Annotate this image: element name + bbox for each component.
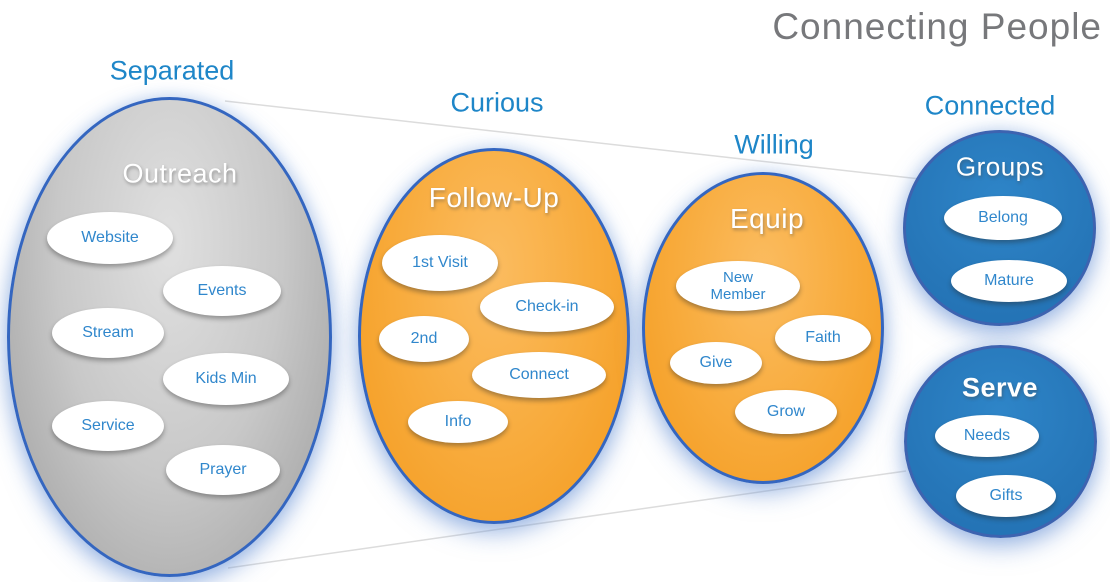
pill-prayer: Prayer <box>166 445 280 495</box>
pill-stream: Stream <box>52 308 164 358</box>
pill-faith: Faith <box>775 315 871 361</box>
pill-events: Events <box>163 266 281 316</box>
equip-heading: Equip <box>729 203 805 234</box>
pill-new-member-label: New Member <box>710 268 766 303</box>
pill-grow: Grow <box>735 390 837 434</box>
pill-website: Website <box>47 212 173 264</box>
pill-belong: Belong <box>944 196 1062 240</box>
pill-give: Give <box>670 342 762 384</box>
pill-service: Service <box>52 401 164 451</box>
outreach-heading: Outreach <box>122 158 238 189</box>
slide-title: Connecting People <box>772 6 1102 47</box>
pill-check-in: Check-in <box>480 282 614 332</box>
pill-needs: Needs <box>935 415 1039 457</box>
pill-kids-min: Kids Min <box>163 353 289 405</box>
stage-label-willing: Willing <box>734 129 814 160</box>
follow-up-heading: Follow-Up <box>428 182 560 213</box>
pill-1st-visit: 1st Visit <box>382 235 498 291</box>
pill-info: Info <box>408 401 508 443</box>
groups-heading: Groups <box>955 151 1045 182</box>
stage-label-connected: Connected <box>924 90 1056 121</box>
stage-label-curious: Curious <box>450 87 544 118</box>
stage-label-separated: Separated <box>109 55 235 86</box>
pill-gifts: Gifts <box>956 475 1056 517</box>
pill-new-member: New Member <box>676 261 800 311</box>
pill-mature: Mature <box>951 260 1067 302</box>
pill-connect: Connect <box>472 352 606 398</box>
serve-heading: Serve <box>961 372 1039 403</box>
funnel-bottom-line <box>227 470 907 569</box>
pill-2nd: 2nd <box>379 316 469 362</box>
funnel-top-line <box>224 100 939 182</box>
